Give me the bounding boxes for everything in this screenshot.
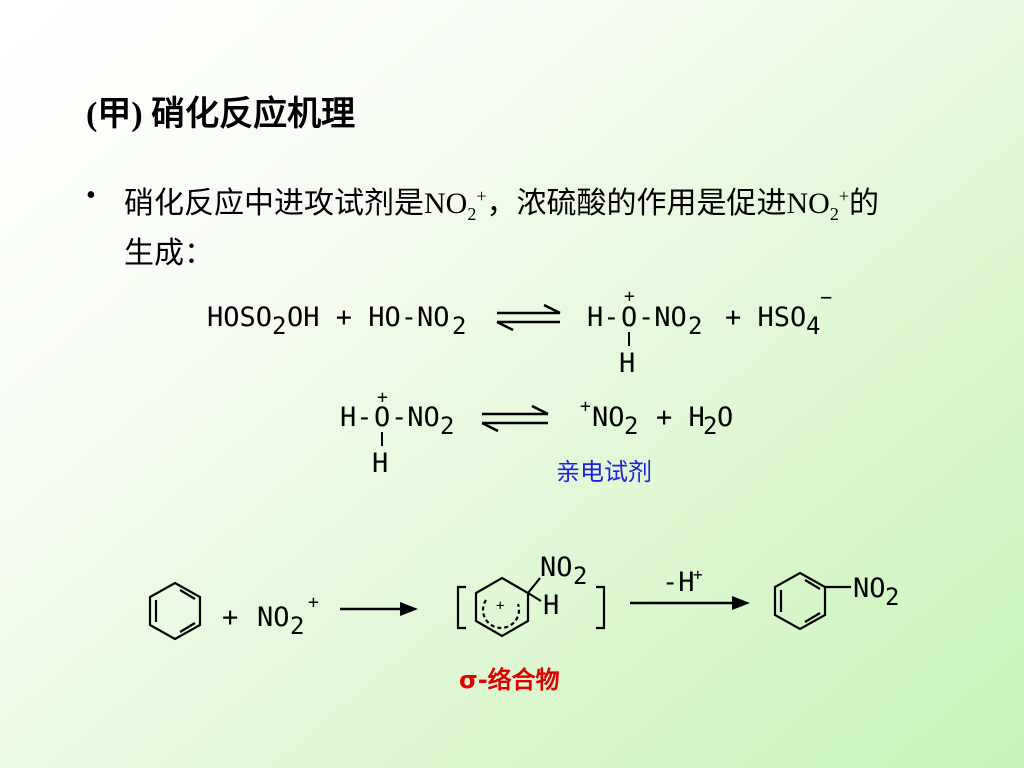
nitrobenzene-product bbox=[773, 571, 851, 631]
equation-1: HOSO 2 OH + HO-NO 2 H- O + -NO 2 + HSO 4… bbox=[207, 285, 832, 379]
eq1-left-sub2: 2 bbox=[452, 312, 466, 340]
eq2-left-h: H- bbox=[340, 402, 373, 433]
eq1-right-sub2: 4 bbox=[806, 312, 820, 340]
sigma-charge: + bbox=[496, 598, 504, 614]
bullet-text: 硝化反应中进攻试剂是NO2+，浓硫酸的作用是促进NO2+的生成： bbox=[124, 176, 904, 274]
product-no: NO bbox=[853, 573, 886, 604]
eq1-right-no: -NO bbox=[638, 302, 687, 333]
eq1-hoso: HOSO bbox=[207, 302, 272, 333]
page-title: (甲) 硝化反应机理 bbox=[86, 96, 356, 133]
eq2-right-sub: 2 bbox=[624, 412, 638, 440]
eq1-hoso-sub: 2 bbox=[272, 312, 286, 340]
eq3-reagent-sub: 2 bbox=[290, 612, 304, 640]
eq3-arrow-1 bbox=[340, 602, 418, 616]
eq3-step-charge: + bbox=[693, 565, 703, 584]
bullet-sup2: + bbox=[838, 186, 849, 206]
bullet-sub2: 2 bbox=[829, 204, 839, 224]
bullet-part1: 硝化反应中进攻试剂是NO bbox=[124, 187, 468, 220]
eq2-left-o: O bbox=[374, 402, 390, 433]
eq2-left-sub: 2 bbox=[440, 412, 454, 440]
eq1-right-h-below: H bbox=[619, 348, 635, 379]
product-no-sub: 2 bbox=[885, 583, 899, 611]
eq3-step: -H bbox=[662, 567, 695, 598]
eq1-left-rest: OH + HO-NO bbox=[287, 302, 450, 333]
eq2-left-no: -NO bbox=[391, 402, 440, 433]
eq1-right-plus: + HSO bbox=[725, 302, 806, 333]
equation-3: + NO 2 + + NO 2 H -H + bbox=[148, 552, 899, 641]
bullet-sub1: 2 bbox=[467, 204, 477, 224]
sigma-complex bbox=[456, 576, 606, 638]
eq2-right-no: NO bbox=[592, 402, 625, 433]
bullet-sup1: + bbox=[476, 186, 487, 206]
eq2-right-plus: + H bbox=[656, 402, 705, 433]
bullet-marker: • bbox=[86, 180, 96, 211]
eq3-reagent-charge: + bbox=[308, 592, 319, 613]
eq1-right-h: H- bbox=[587, 302, 620, 333]
sigma-h: H bbox=[543, 590, 559, 621]
eq2-left-h-below: H bbox=[372, 448, 388, 479]
eq2-right-o: O bbox=[717, 402, 733, 433]
eq2-o-charge: + bbox=[377, 387, 388, 408]
sigma-no: NO bbox=[540, 552, 573, 583]
eq1-equilibrium-arrow bbox=[496, 303, 561, 332]
eq3-reagent-plus: + bbox=[222, 602, 238, 633]
eq1-right-charge: − bbox=[820, 285, 832, 309]
bullet-part2: ，浓硫酸的作用是促进NO bbox=[486, 187, 830, 220]
bullet-part3: 的生成： bbox=[124, 187, 879, 270]
benzene-reactant bbox=[148, 581, 202, 641]
sigma-no-sub: 2 bbox=[573, 562, 587, 590]
eq2-right-sub2: 2 bbox=[703, 412, 717, 440]
sigma-complex-label: σ-络合物 bbox=[459, 666, 560, 694]
eq1-right-sub: 2 bbox=[688, 312, 702, 340]
eq2-right-charge: + bbox=[580, 396, 591, 417]
equation-2: H- O + -NO 2 H + NO 2 + H 2 O bbox=[340, 387, 733, 479]
eq2-equilibrium-arrow bbox=[481, 404, 549, 433]
electrophile-label: 亲电试剂 bbox=[556, 458, 652, 486]
eq3-reagent: NO bbox=[257, 602, 290, 633]
eq3-arrow-2 bbox=[630, 596, 750, 610]
eq1-o-charge: + bbox=[624, 286, 635, 307]
eq1-right-o: O bbox=[621, 302, 637, 333]
